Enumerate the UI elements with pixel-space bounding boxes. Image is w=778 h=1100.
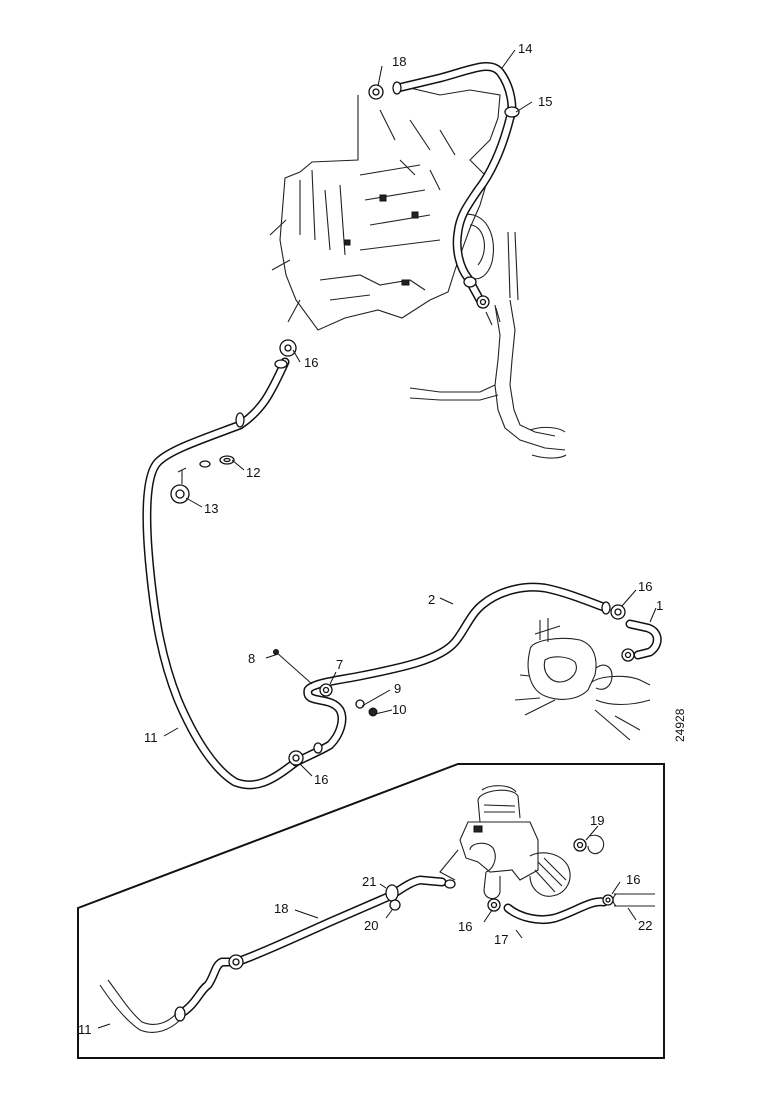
hose-clamp-21-20 (385, 884, 401, 911)
callout-16-d: 16 (458, 919, 472, 934)
hose-clamp-16-d (444, 879, 501, 912)
callout-labels: 18 14 15 16 12 13 2 16 1 8 7 9 10 11 16 … (78, 41, 663, 1037)
callout-16-b: 16 (638, 579, 652, 594)
thermostat-housing (514, 618, 651, 741)
inset-frame (77, 763, 665, 1059)
hose-clamp-16-a (274, 339, 297, 369)
callout-11-inset: 11 (78, 1022, 92, 1037)
coolant-pipe-engine (409, 231, 567, 459)
hose-14 (393, 61, 517, 305)
leader-lines (97, 49, 657, 1029)
callout-8: 8 (248, 651, 255, 666)
callout-13: 13 (204, 501, 218, 516)
hose-clamp-18-top (368, 81, 402, 100)
part-8 (273, 649, 313, 685)
callout-21: 21 (362, 874, 376, 889)
callout-16-c: 16 (314, 772, 328, 787)
callout-20: 20 (364, 918, 378, 933)
pipe-22 (612, 893, 655, 907)
part-9-10 (355, 699, 378, 717)
hose-2 (291, 582, 611, 767)
hose-clamp-16-e (602, 894, 614, 906)
callout-11-main: 11 (144, 730, 158, 745)
hose-11-inset (99, 979, 181, 1033)
callout-1: 1 (656, 598, 663, 613)
hose-clamp-16-b (601, 601, 626, 620)
part-19 (573, 834, 605, 855)
hose-18 (175, 875, 447, 1019)
hose-clamp-7 (319, 683, 333, 697)
hose-11 (142, 357, 301, 790)
inset-thermostat-housing (439, 785, 571, 900)
callout-14: 14 (518, 41, 532, 56)
callout-22: 22 (638, 918, 652, 933)
hose-clamp-15 (504, 106, 520, 118)
callout-18-inset: 18 (274, 901, 288, 916)
hose-17 (503, 897, 609, 925)
callout-15: 15 (538, 94, 552, 109)
hose-1 (621, 619, 662, 662)
hose-clamp-inset-18 (174, 954, 244, 1022)
hose-clamp-16-c (288, 742, 323, 766)
callout-17: 17 (494, 932, 508, 947)
callout-16-e: 16 (626, 872, 640, 887)
drawing-number: 24928 (673, 708, 687, 742)
callout-2: 2 (428, 592, 435, 607)
callout-9: 9 (394, 681, 401, 696)
callout-10: 10 (392, 702, 406, 717)
part-12 (199, 455, 235, 468)
hose-clamp-mid-11 (235, 412, 245, 428)
hose-clamp-bottom-14 (463, 276, 501, 326)
part-13 (170, 467, 190, 504)
callout-7: 7 (336, 657, 343, 672)
callout-19: 19 (590, 813, 604, 828)
callout-16-a: 16 (304, 355, 318, 370)
callout-18-top: 18 (392, 54, 406, 69)
callout-12: 12 (246, 465, 260, 480)
